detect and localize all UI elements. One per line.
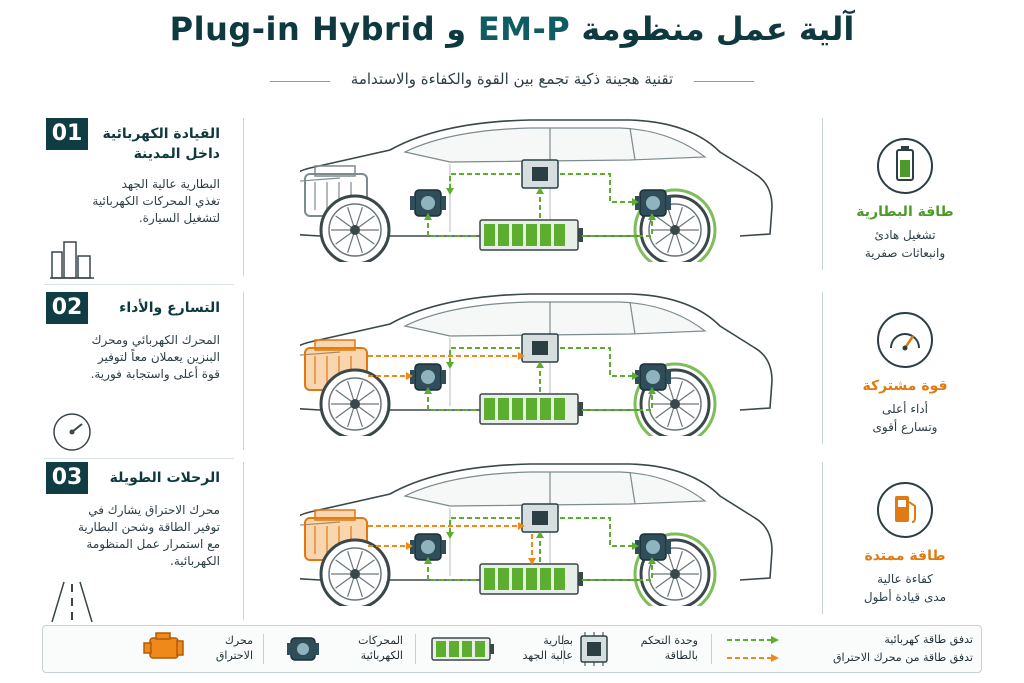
section-rule (44, 284, 234, 285)
flow-control-to-rear-motor-3 (560, 517, 634, 547)
power-control-unit-3 (521, 503, 559, 533)
speedometer-icon (50, 410, 94, 454)
car-diagram (281, 112, 780, 272)
rear-electric-motor-1 (635, 189, 671, 217)
section-divider-right (822, 462, 823, 614)
rear-electric-motor-3 (635, 533, 671, 561)
legend-separator (563, 634, 564, 664)
legend-flow-arrows (727, 636, 779, 662)
legend-battery-icon (431, 637, 494, 661)
flow-battery-to-rear-motor-2 (582, 392, 653, 411)
car-diagram (281, 286, 780, 446)
section-rule (44, 458, 234, 459)
power-control-unit-2 (521, 333, 559, 363)
front-electric-motor-2 (410, 363, 446, 391)
flow-battery-to-rear-motor-1 (582, 218, 653, 237)
road-icon (50, 580, 94, 624)
car-diagram (281, 456, 780, 616)
section-divider-right (822, 118, 823, 270)
mode-title: طاقة البطارية (856, 204, 954, 220)
flow-control-to-rear-motor-1 (560, 173, 634, 203)
legend-separator (711, 634, 712, 664)
section-divider-left (243, 118, 244, 276)
city-icon (50, 236, 94, 280)
rear-electric-motor-2 (635, 363, 671, 391)
section-number: 02 (46, 292, 88, 324)
section-divider-left (243, 462, 244, 620)
legend-separator (415, 634, 416, 664)
flow-control-to-front-motor-2 (449, 347, 520, 364)
fuel-pump-icon (877, 482, 933, 538)
mode-title: طاقة ممتدة (864, 548, 946, 564)
legend-flow-electric-label: تدفق طاقة كهربائية (884, 633, 973, 646)
flow-battery-to-front-motor-2 (427, 392, 476, 411)
section-number: 03 (46, 462, 88, 494)
legend-flow-combustion-label: تدفق طاقة من محرك الاحتراق (832, 651, 973, 664)
flow-battery-to-front-motor-3 (427, 562, 476, 581)
car-diagram-2 (281, 293, 773, 446)
legend-separator (263, 634, 264, 664)
legend-engine-icon (143, 632, 184, 659)
title-emp: EM-P (477, 10, 571, 48)
title-arabic: آلية عمل منظومة (581, 10, 855, 48)
hv-battery-3 (479, 563, 583, 595)
subtitle-line-right (694, 81, 754, 82)
section-divider-right (822, 292, 823, 444)
gauge-icon (877, 312, 933, 368)
hv-battery-2 (479, 393, 583, 425)
flow-battery-to-rear-motor-3 (582, 562, 653, 581)
subtitle-line-left (270, 81, 330, 82)
legend-motor-icon (287, 637, 319, 661)
car-diagram-1 (281, 119, 773, 272)
page-title: آلية عمل منظومة EM-P و Plug-in Hybrid (0, 10, 1024, 48)
subtitle-block: تقنية هجينة ذكية تجمع بين القوة والكفاءة… (270, 68, 754, 94)
flow-control-to-front-motor-1 (449, 173, 520, 190)
hv-battery-1 (479, 219, 583, 251)
section-divider-left (243, 292, 244, 450)
section-number: 01 (46, 118, 88, 150)
section-title: الرحلات الطويلة (109, 470, 220, 486)
front-electric-motor-3 (410, 533, 446, 561)
flow-battery-to-front-motor-1 (427, 218, 476, 237)
legend-control-unit-icon (580, 632, 608, 666)
page-subtitle: تقنية هجينة ذكية تجمع بين القوة والكفاءة… (350, 70, 674, 88)
flow-control-to-rear-motor-2 (560, 347, 634, 377)
title-and: و (446, 10, 467, 48)
car-diagram-3 (281, 463, 773, 616)
front-electric-motor-1 (410, 189, 446, 217)
section-title: التسارع والأداء (119, 300, 220, 316)
battery-icon (877, 138, 933, 194)
mode-title: قوة مشتركة (862, 378, 948, 394)
title-phev: Plug-in Hybrid (169, 10, 436, 48)
flow-control-to-front-motor-3 (449, 517, 520, 534)
power-control-unit-1 (521, 159, 559, 189)
